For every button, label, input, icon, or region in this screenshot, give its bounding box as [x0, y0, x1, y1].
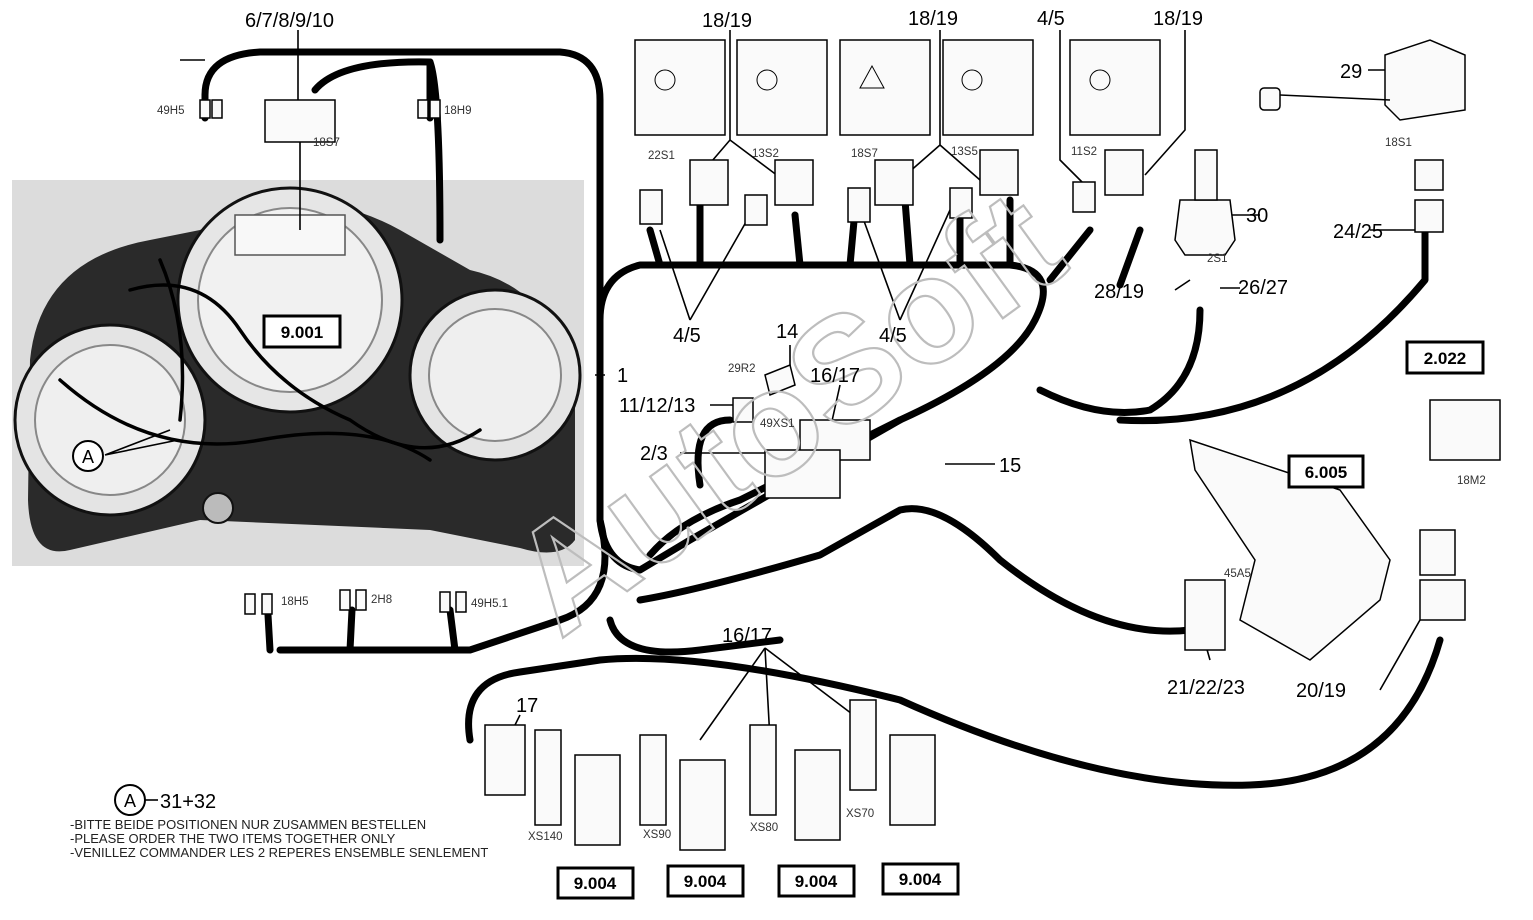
ref-6005: 6.005 — [1305, 463, 1348, 482]
pos-26-27: 26/27 — [1238, 277, 1288, 299]
note-line-2: -PLEASE ORDER THE TWO ITEMS TOGETHER ONL… — [70, 831, 396, 846]
pos-16-17-bottom: 16/17 — [722, 625, 772, 647]
code-49H5: 49H5 — [157, 105, 185, 117]
order-note: A 31+32 -BITTE BEIDE POSITIONEN NUR ZUSA… — [70, 784, 488, 860]
rocker-switches — [634, 39, 1161, 136]
code-2H8: 2H8 — [371, 594, 392, 606]
pos-21-23: 21/22/23 — [1167, 677, 1245, 699]
note-line-1: -BITTE BEIDE POSITIONEN NUR ZUSAMMEN BES… — [70, 817, 426, 832]
pos-4-5-left: 4/5 — [673, 325, 701, 347]
pos-16-17-top: 16/17 — [810, 365, 860, 387]
components — [199, 39, 1501, 851]
code-XS70: XS70 — [846, 808, 874, 820]
pos-2-3: 2/3 — [640, 443, 668, 465]
leader-lines — [104, 30, 1421, 746]
code-XS140: XS140 — [528, 831, 563, 843]
legend-a-letter: A — [124, 791, 136, 811]
pos-24-25: 24/25 — [1333, 221, 1383, 243]
code-18S7-top: 18S7 — [313, 137, 340, 149]
pos-30: 30 — [1246, 205, 1268, 227]
ref-9004-a: 9.004 — [574, 874, 617, 893]
code-11S2: 11S2 — [1071, 146, 1097, 158]
pos-18-19-c: 18/19 — [1153, 8, 1203, 30]
ref-9004-d: 9.004 — [899, 870, 942, 889]
code-18M2: 18M2 — [1457, 475, 1486, 487]
code-45A5: 45A5 — [1224, 568, 1251, 580]
position-numbers: 6/7/8/9/10 18/19 18/19 4/5 18/19 29 30 2… — [245, 8, 1383, 717]
ref-2022: 2.022 — [1424, 349, 1467, 368]
callout-a-letter: A — [82, 447, 94, 467]
code-18H9: 18H9 — [444, 105, 472, 117]
callout-a: A — [72, 440, 104, 472]
pos-15: 15 — [999, 455, 1021, 477]
legend-a-item: 31+32 — [160, 791, 216, 813]
code-XS80: XS80 — [750, 822, 778, 834]
pos-29: 29 — [1340, 61, 1362, 83]
pos-11-13: 11/12/13 — [619, 395, 695, 417]
reference-boxes: 9.001 2.022 6.005 9.004 9.004 9.004 9.00… — [262, 314, 1485, 900]
code-22S1: 22S1 — [648, 150, 675, 162]
ref-9004-b: 9.004 — [684, 872, 727, 891]
pos-18-19-b: 18/19 — [908, 8, 958, 30]
pos-6-10: 6/7/8/9/10 — [245, 10, 334, 32]
pos-4-5-mid: 4/5 — [879, 325, 907, 347]
pos-18-19-a: 18/19 — [702, 10, 752, 32]
pos-17: 17 — [516, 695, 538, 717]
code-49XS1: 49XS1 — [760, 418, 795, 430]
code-XS90: XS90 — [643, 829, 671, 841]
harness-trunk — [201, 48, 1444, 789]
pos-28-19: 28/19 — [1094, 281, 1144, 303]
code-2S1: 2S1 — [1207, 253, 1227, 265]
component-codes: 49H5 18S7 18H9 22S1 13S2 18S7 13S5 11S2 … — [157, 105, 1486, 843]
note-line-3: -VENILLEZ COMMANDER LES 2 REPERES ENSEMB… — [70, 845, 488, 860]
code-18H5: 18H5 — [281, 596, 309, 608]
code-18S1: 18S1 — [1385, 137, 1412, 149]
instrument-cluster-photo — [12, 180, 584, 566]
ref-9001: 9.001 — [281, 323, 324, 342]
pos-14: 14 — [776, 321, 798, 343]
code-49H5-1: 49H5.1 — [471, 598, 508, 610]
pos-1: 1 — [617, 365, 628, 387]
pos-4-5-top: 4/5 — [1037, 8, 1065, 30]
code-13S2: 13S2 — [752, 148, 779, 160]
pos-20-19: 20/19 — [1296, 680, 1346, 702]
code-29R2: 29R2 — [728, 363, 756, 375]
ref-9004-c: 9.004 — [795, 872, 838, 891]
code-18S7: 18S7 — [851, 148, 878, 160]
code-13S5: 13S5 — [951, 146, 978, 158]
